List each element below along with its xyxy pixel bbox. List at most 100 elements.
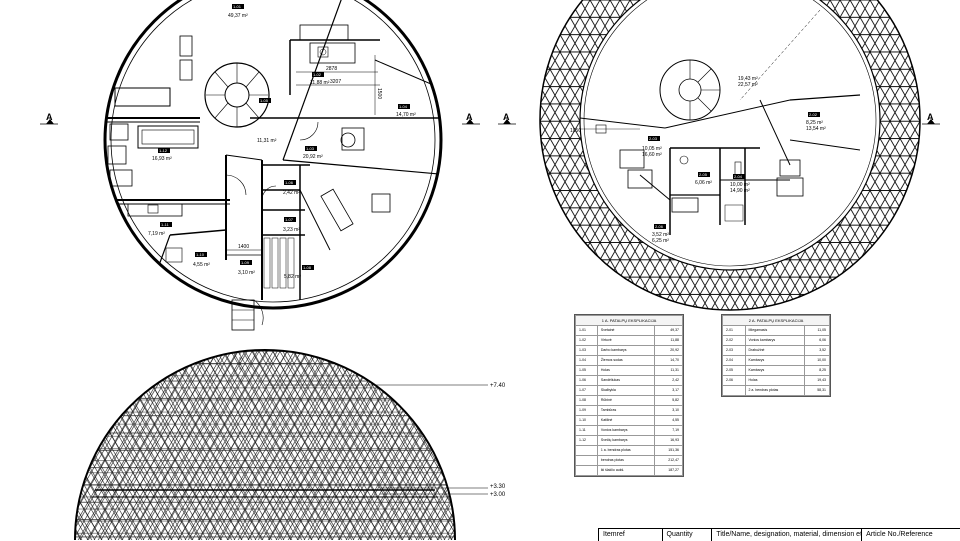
title-block-itemref: Itemref [599,529,663,541]
svg-text:2-06: 2-06 [655,224,664,229]
svg-text:A: A [466,112,473,122]
room-name: bendras plotas [596,455,656,466]
level-7-40: +7.40 [490,383,506,389]
title-block: Itemref Quantity Title/Name, designation… [598,528,960,541]
room-name: Drabužinė [744,345,805,356]
svg-text:1-06: 1-06 [285,180,294,185]
room-code [575,455,598,466]
room-name: Svetainė [596,325,656,336]
room-name: 1 a. bendras plotas [596,445,656,456]
dimension-1400: 1400 [238,244,249,250]
room-area: 3,17 [654,385,683,396]
svg-text:1-04: 1-04 [399,104,408,109]
room-area: 8,25 [803,365,831,376]
svg-text:3,52 m²: 3,52 m² [652,232,669,238]
room-code: 1-11 [575,425,598,436]
dimension-2878: 2878 [326,66,337,72]
svg-text:1-05: 1-05 [260,98,269,103]
room-code: 1-09 [575,405,598,416]
section-marker-left-1: A [40,112,58,125]
svg-text:1-01: 1-01 [233,4,242,9]
svg-text:7,19 m²: 7,19 m² [148,231,165,237]
ground-floor-plan: 1-01 49,37 m² 1-02 11,88 m² 1-03 20,92 m… [40,0,480,331]
room-code: 2-02 [722,335,746,346]
room-area: 5,82 [654,395,683,406]
room-area: 187,27 [654,465,683,476]
room-code: 1-07 [575,385,598,396]
svg-text:1-10: 1-10 [196,252,205,257]
table-title: 1 A. PATALPŲ EKSPLIKACIJA [575,315,683,326]
room-area: 212,47 [654,455,683,466]
svg-text:1-11: 1-11 [161,222,169,227]
room-tag-1-01: 1-01 49,37 m² [228,4,248,19]
svg-text:1-02: 1-02 [313,72,322,77]
room-name: Holas [596,365,656,376]
room-code: 1-08 [575,395,598,406]
room-name: Vonios kambarys [744,335,805,346]
room-area: 11,31 [654,365,683,376]
room-name: Kambarys [744,355,805,366]
svg-text:6,06 m²: 6,06 m² [695,180,712,186]
room-name: Tambūras [596,405,656,416]
room-code [722,385,746,396]
level-3-30: +3.30 [490,484,506,490]
room-name: Svečių kambarys [596,435,656,446]
room-code: 1-10 [575,415,598,426]
room-code: 2-06 [722,375,746,386]
room-tag-1-04: 1-04 14,70 m² [396,104,416,118]
room-area: 10,00 [803,355,831,366]
svg-text:1-07: 1-07 [285,217,294,222]
section-marker-right-1: A [498,112,516,125]
svg-text:20,92 m²: 20,92 m² [303,154,323,160]
room-tag-2-01: 19,43 m² 22,57 m² [738,76,758,88]
room-name: Kambarys [744,365,805,376]
room-code: 1-05 [575,365,598,376]
title-block-quantity: Quantity [663,529,713,541]
room-tag-1-09: 1-09 3,10 m² [238,260,255,276]
room-tag-1-06: 1-06 2,42 m² [283,180,300,196]
room-code: 1-04 [575,355,598,366]
room-name: Virtuvė [596,335,656,346]
svg-text:1-08: 1-08 [303,265,312,270]
room-code: 1-02 [575,335,598,346]
room-code: 1-03 [575,345,598,356]
svg-text:2,42 m²: 2,42 m² [283,190,300,196]
room-area: 11,88 [654,335,683,346]
svg-text:3,10 m²: 3,10 m² [238,270,255,276]
room-code [575,465,598,476]
level-3-00: +3.00 [490,492,506,498]
room-name: 2 a. bendras plotas [744,385,805,396]
room-tag-1-10: 1-10 4,55 m² [193,252,210,268]
svg-text:13,54 m²: 13,54 m² [806,126,826,132]
room-area: 3,10 [654,405,683,416]
section-marker-left-2: A [462,112,480,125]
room-name: Miegamasis [744,325,805,336]
title-block-title: Title/Name, designation, material, dimen… [712,529,863,541]
upper-floor-plan: 19,43 m² 22,57 m² 2-02 8,25 m² 13,54 m² … [498,0,940,311]
svg-text:4,55 m²: 4,55 m² [193,262,210,268]
room-code: 1-01 [575,325,598,336]
room-tag-1-05: 1-05 11,31 m² [257,98,277,144]
svg-text:1-12: 1-12 [159,148,168,153]
room-code: 2-05 [722,365,746,376]
room-name: iki šlaičio aukš. [596,465,656,476]
room-area: 6,06 [803,335,831,346]
room-name: Holas [744,375,805,386]
room-tag-1-08: 1-08 5,82 m² [284,265,314,280]
room-area: 11,05 [803,325,831,336]
